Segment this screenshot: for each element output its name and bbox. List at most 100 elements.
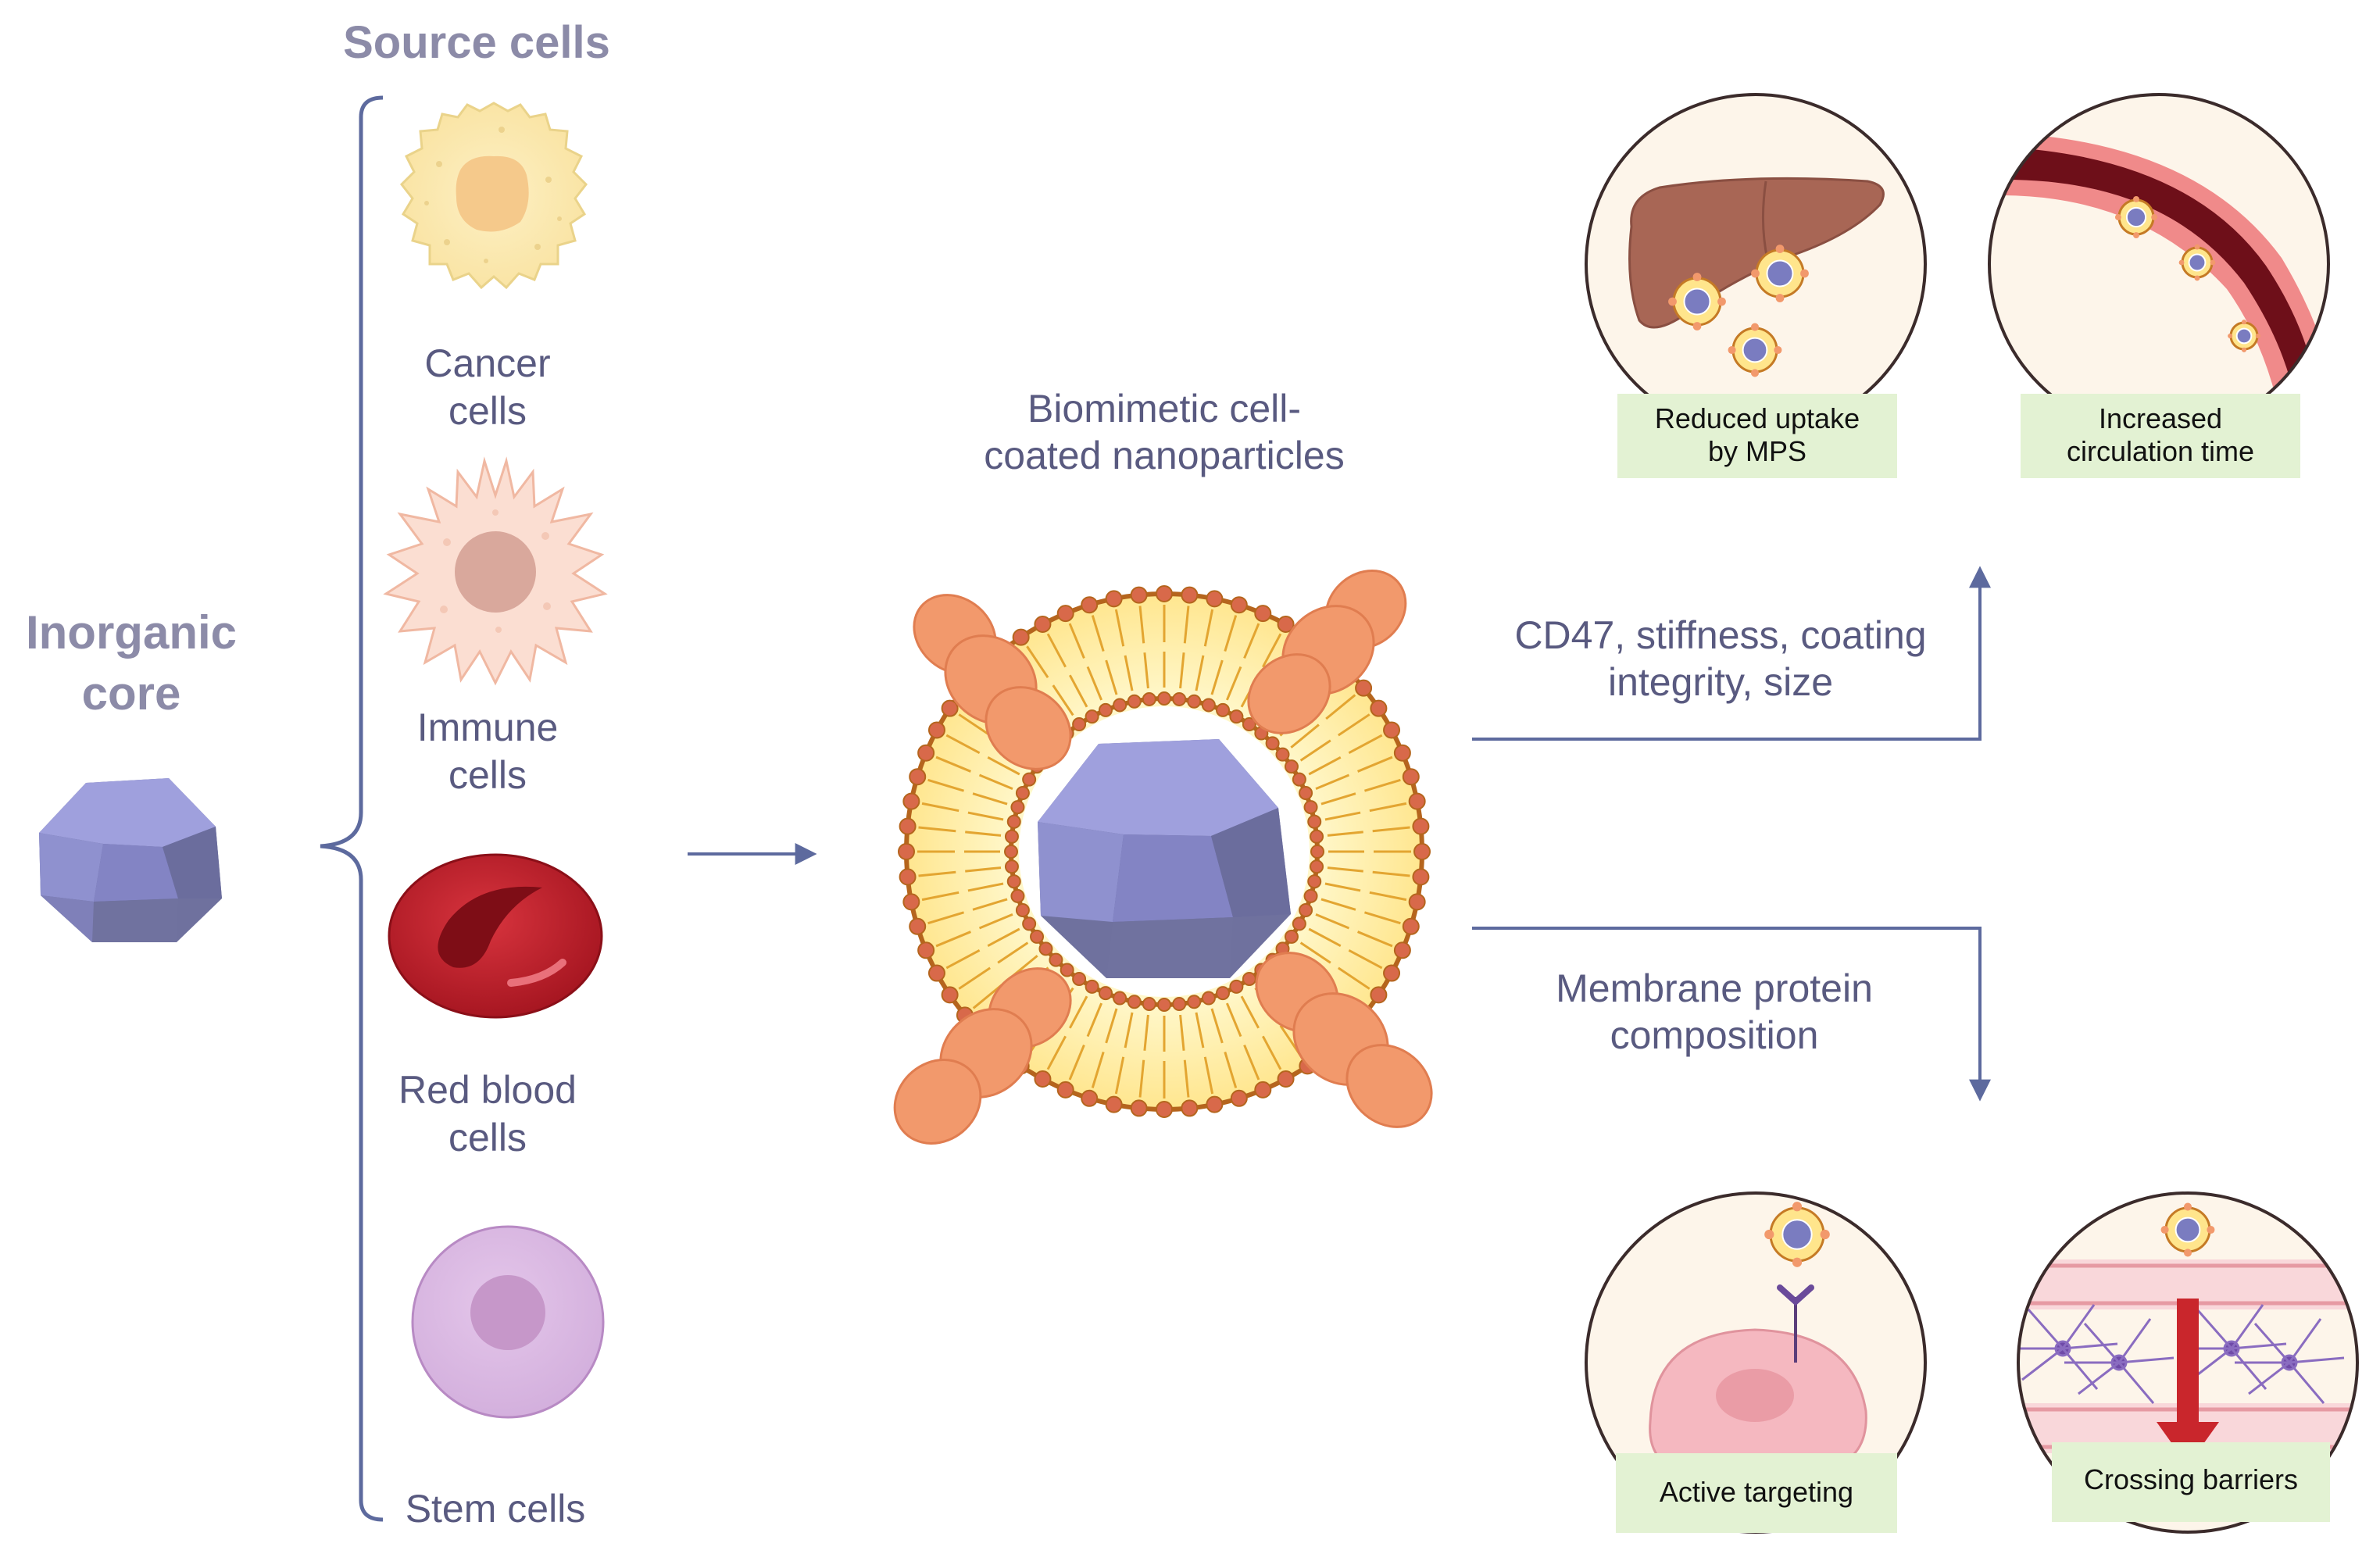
lipid-head-inner xyxy=(1142,691,1156,706)
active-targeting-panel xyxy=(1585,1191,1927,1534)
biomimetic-nanoparticle-icon xyxy=(893,570,1433,1145)
lipid-head-outer xyxy=(1230,596,1248,614)
lipid-head-inner xyxy=(1242,971,1256,986)
lipid-head-outer xyxy=(1393,744,1411,762)
lipid-head-outer xyxy=(1130,586,1148,604)
lipid-head-outer xyxy=(1034,1070,1052,1088)
lipid-head-outer xyxy=(1393,941,1411,959)
factors-upper-line1: CD47, stiffness, coating xyxy=(1514,613,1926,657)
lipid-head-outer xyxy=(1156,1101,1173,1118)
inorganic-core-title-line1: Inorganic xyxy=(26,606,237,659)
lipid-head-inner xyxy=(1022,772,1037,787)
mini-nanoparticle-icon xyxy=(1751,245,1809,302)
lipid-head-inner xyxy=(1072,971,1087,986)
targeting-label: Active targeting xyxy=(1660,1476,1853,1508)
lipid-head-inner xyxy=(1284,759,1299,774)
lipid-head-outer xyxy=(927,964,945,982)
lipid-head-inner xyxy=(1004,859,1019,874)
lipid-head-inner xyxy=(1004,829,1019,844)
lipid-head-inner xyxy=(1038,941,1053,956)
blood-vessel-panel xyxy=(1988,93,2330,435)
lipid-head-outer xyxy=(899,817,917,835)
lipid-head-inner xyxy=(1060,963,1074,977)
mps-label-line2: by MPS xyxy=(1708,435,1806,467)
lipid-head-outer xyxy=(1412,817,1430,835)
lipid-head-inner xyxy=(1292,916,1306,931)
lipid-head-inner xyxy=(1015,785,1030,800)
crossing-arrow-shaft xyxy=(2177,1299,2199,1424)
lipid-head-outer xyxy=(1056,1081,1074,1099)
source-cells-brace xyxy=(320,95,384,1522)
lipid-head-outer xyxy=(941,986,959,1004)
cancer-cells-label-line2: cells xyxy=(448,389,527,433)
lipid-head-outer xyxy=(1105,1095,1123,1113)
factors-lower-line1: Membrane protein xyxy=(1556,966,1873,1010)
lipid-head-outer xyxy=(1408,893,1426,911)
nanoparticle-title-line1: Biomimetic cell- xyxy=(1027,387,1301,430)
lipid-head-inner xyxy=(1006,814,1021,829)
neuron-icon xyxy=(2064,1318,2175,1404)
lipid-head-inner xyxy=(1172,997,1187,1012)
lipid-head-inner xyxy=(1085,709,1099,724)
lipid-head-inner xyxy=(1113,698,1127,713)
lipid-head-inner xyxy=(1216,986,1231,1001)
lipid-head-outer xyxy=(1277,1070,1295,1088)
lipid-head-inner xyxy=(1157,691,1171,706)
lipid-head-outer xyxy=(1254,1081,1272,1099)
lipid-head-inner xyxy=(1201,991,1216,1006)
lipid-head-inner xyxy=(1072,717,1087,732)
lipid-head-outer xyxy=(1012,628,1030,646)
lipid-head-inner xyxy=(1004,845,1018,859)
lipid-head-outer xyxy=(1408,792,1426,810)
lipid-head-inner xyxy=(1030,929,1045,944)
immune-cell-icon xyxy=(383,456,608,686)
lipid-head-inner xyxy=(1187,694,1202,709)
mini-nanoparticle-icon xyxy=(1668,273,1726,330)
lipid-head-inner xyxy=(1172,691,1187,706)
mini-nanoparticle-icon xyxy=(1728,323,1782,377)
lipid-head-inner xyxy=(1142,997,1156,1012)
lipid-head-outer xyxy=(1034,615,1052,633)
lipid-head-outer xyxy=(902,792,920,810)
lipid-head-inner xyxy=(1085,979,1099,994)
lipid-head-inner xyxy=(1310,859,1324,874)
lipid-head-outer xyxy=(1277,615,1295,633)
lipid-head-inner xyxy=(1187,995,1202,1009)
cancer-cell-icon xyxy=(400,102,588,290)
cancer-cells-label-line1: Cancer xyxy=(424,341,550,385)
lipid-head-inner xyxy=(1284,929,1299,944)
lipid-head-inner xyxy=(1157,998,1171,1012)
membrane-protein-lower-left xyxy=(893,967,1072,1145)
membrane-protein-lower-right xyxy=(1255,952,1433,1128)
lipid-head-outer xyxy=(1206,1095,1224,1113)
mini-nanoparticle-icon xyxy=(1764,1202,1830,1267)
red-blood-cells-label-line2: cells xyxy=(448,1116,527,1159)
lipid-head-outer xyxy=(927,721,945,739)
lipid-head-inner xyxy=(1242,717,1256,732)
nanoparticle-title-line2: coated nanoparticles xyxy=(984,434,1344,477)
barriers-label-box xyxy=(2052,1442,2330,1522)
circulation-label-line2: circulation time xyxy=(2067,435,2254,467)
lipid-head-inner xyxy=(1299,903,1313,918)
lipid-head-inner xyxy=(1265,736,1280,751)
neuron-icon xyxy=(2177,1304,2287,1390)
stem-cells-label: Stem cells xyxy=(406,1487,586,1531)
source-cells-title: Source cells xyxy=(343,17,610,68)
red-blood-cells-label-line1: Red blood xyxy=(398,1068,577,1112)
lipid-head-outer xyxy=(1355,679,1373,697)
lipid-head-inner xyxy=(1127,694,1142,709)
lipid-head-outer xyxy=(1105,590,1123,608)
membrane-protein-upper-left xyxy=(913,594,1072,770)
factors-upper-line2: integrity, size xyxy=(1608,660,1833,704)
lipid-head-outer xyxy=(1383,721,1401,739)
lipid-head-outer xyxy=(1181,586,1199,604)
lipid-head-outer xyxy=(917,744,935,762)
lipid-head-outer xyxy=(1370,986,1388,1004)
lipid-head-inner xyxy=(1201,698,1216,713)
lipid-head-inner xyxy=(1229,979,1244,994)
lipid-head-outer xyxy=(909,768,927,786)
arrow-upper-branch xyxy=(1472,566,1991,741)
lipid-head-inner xyxy=(1310,845,1324,859)
lipid-head-inner xyxy=(1216,702,1231,717)
